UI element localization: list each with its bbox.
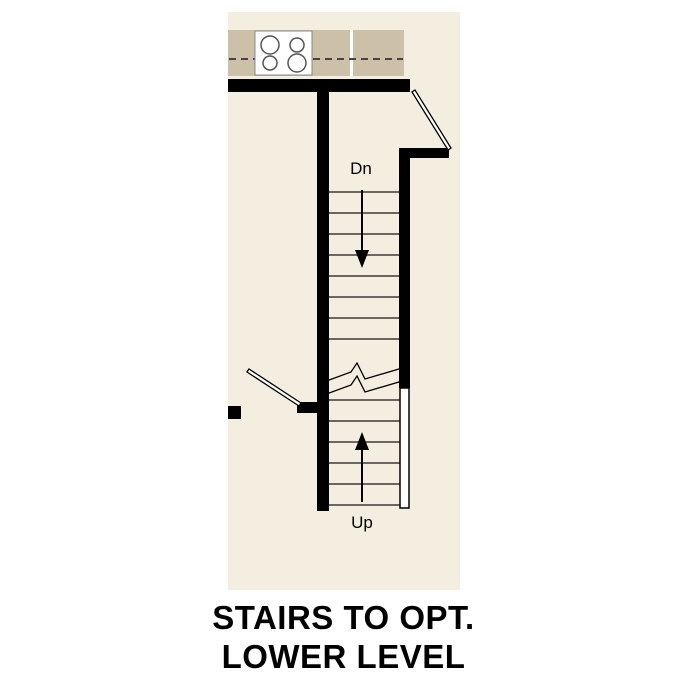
door-jamb-top-right — [403, 148, 449, 158]
stove-burner-icon — [262, 55, 278, 71]
stove-burner-icon — [289, 37, 305, 53]
plan-background-panel — [228, 12, 460, 590]
wall-stair-left — [317, 79, 329, 511]
door-leaf-top-right-icon — [411, 89, 452, 151]
caption-line-2: LOWER LEVEL — [221, 638, 466, 675]
caption-line-1: STAIRS TO OPT. — [212, 599, 475, 636]
wall-stair-right — [399, 148, 410, 388]
label-up: Up — [351, 513, 373, 532]
stove-burner-icon — [260, 35, 280, 55]
up-arrow-icon — [355, 432, 369, 502]
kitchen-counter — [228, 30, 404, 76]
stove-burner-icon — [287, 53, 307, 73]
door-stub-left — [297, 402, 317, 413]
door-jamb-left — [228, 406, 241, 419]
plan-caption: STAIRS TO OPT. LOWER LEVEL — [0, 598, 687, 676]
label-down: Dn — [350, 159, 372, 178]
counter-seam — [350, 30, 353, 76]
door-leaf-left-icon — [246, 368, 302, 407]
stair-railing — [399, 387, 410, 509]
stair-treads-upper — [329, 191, 399, 340]
break-line-icon — [320, 361, 410, 397]
stair-treads-lower — [329, 399, 401, 506]
down-arrow-icon — [355, 190, 369, 268]
